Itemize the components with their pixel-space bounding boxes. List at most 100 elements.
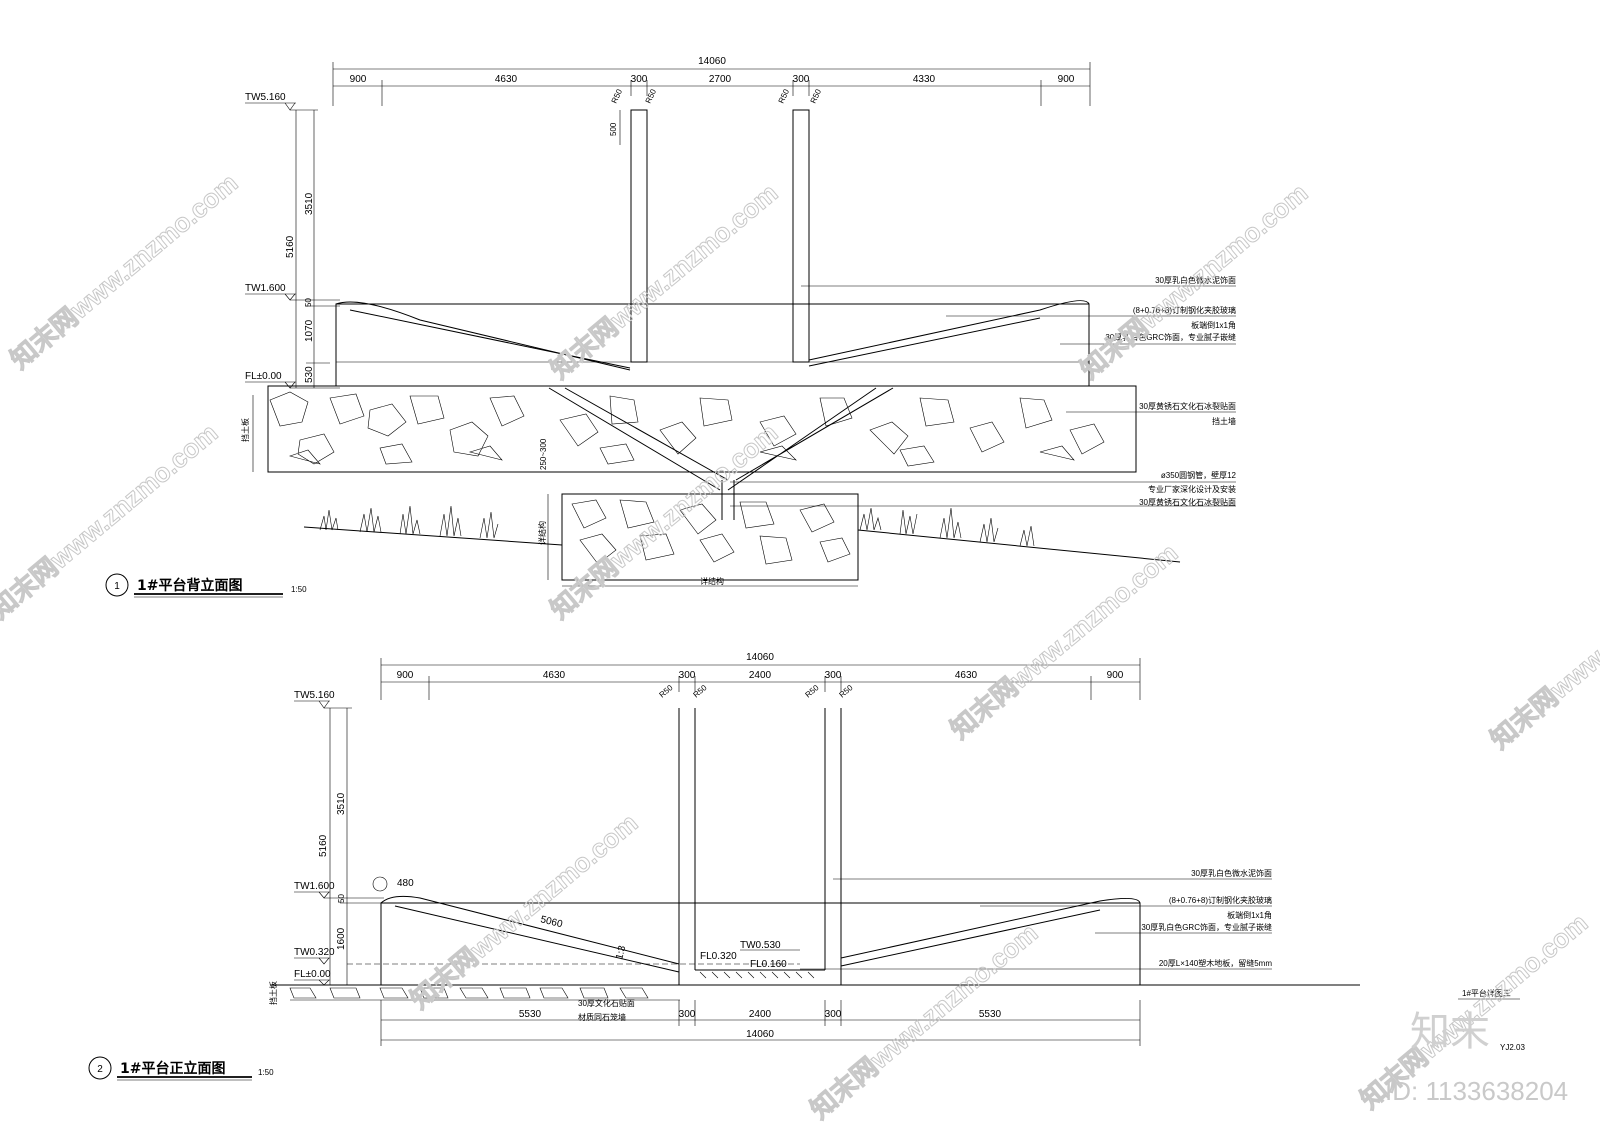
- dim-seg: 900: [350, 74, 367, 85]
- drawing-number: 2: [97, 1064, 103, 1075]
- steel-branch: [548, 387, 894, 520]
- watermark-brand: 知末: [1410, 1009, 1490, 1055]
- radius-label: R50: [777, 87, 792, 105]
- vert-dim: 3510: [304, 192, 315, 215]
- vert-dim: 250~300: [539, 438, 548, 470]
- sheet-name: 1#平台详图三: [1462, 988, 1511, 998]
- radius-label: R50: [692, 683, 709, 700]
- glass-right: [808, 300, 1090, 361]
- dim-seg: 5530: [979, 1009, 1002, 1020]
- vert-dim: 530: [304, 366, 315, 383]
- radius-label: R50: [804, 683, 821, 700]
- inner-label: 5060: [539, 914, 564, 930]
- note: 板端倒1x1角: [1227, 910, 1272, 920]
- bottom-note: 材质同石笼墙: [578, 1012, 626, 1022]
- dim-seg: 2700: [709, 74, 732, 85]
- vert-dim: 5160: [318, 834, 329, 857]
- note: 板端倒1x1角: [1191, 320, 1236, 330]
- column-right: [792, 109, 810, 363]
- ground-left: [303, 526, 563, 546]
- radius-label: R50: [644, 87, 659, 105]
- inner-label: FL0.320: [700, 951, 737, 962]
- column-left: [630, 109, 648, 363]
- watermark-layer: 知末网www.znzmo.com 知末网www.znzmo.com 知末网www…: [0, 167, 1600, 1125]
- drawing-title: 1#平台正立面图: [120, 1060, 225, 1077]
- dim-seg: 2400: [749, 1009, 772, 1020]
- watermark-text: 知末网www.znzmo.com: [5, 167, 244, 374]
- notes-1: 30厚乳白色微水泥饰面 (8+0.76+8)订制钢化夹胶玻璃 板端倒1x1角 3…: [730, 275, 1237, 507]
- dim-total: 14060: [746, 652, 774, 663]
- level-markers-1: TW5.160 TW1.600 FL±0.00: [245, 92, 296, 389]
- level-label: TW0.320: [294, 947, 335, 958]
- dim-seg: 900: [397, 670, 414, 681]
- level-label: TW5.160: [245, 92, 286, 103]
- dim-seg: 2400: [749, 670, 772, 681]
- dim-chain-left-1: 3510 5160 50 1070 530 250~300: [285, 109, 548, 470]
- note: ø350圆钢管，壁厚12: [1161, 470, 1237, 480]
- inner-label: TW0.530: [740, 940, 781, 951]
- column-left-2: [678, 708, 696, 985]
- level-label: TW5.160: [294, 690, 335, 701]
- radius-label: R50: [610, 87, 625, 105]
- foundation-1: 详结构 详结构: [537, 493, 859, 587]
- drawing-number: 1: [114, 581, 120, 592]
- vert-dim: 5160: [285, 235, 296, 258]
- note: (8+0.76+8)订制钢化夹胶玻璃: [1169, 895, 1272, 905]
- radius-label: R50: [658, 683, 675, 700]
- inner-label: FL0.160: [750, 959, 787, 970]
- dim-seg: 4330: [913, 74, 936, 85]
- dim-seg: 900: [1107, 670, 1124, 681]
- dim-seg: 300: [679, 1009, 696, 1020]
- radius-label: R50: [838, 683, 855, 700]
- dim-total: 14060: [746, 1029, 774, 1040]
- note: 30厚乳白色GRC饰面，专业腻子嵌缝: [1105, 332, 1236, 342]
- watermark-text: 知末网www.znzmo.com: [1075, 177, 1314, 384]
- glass-left: [335, 301, 631, 371]
- dim-seg: 5530: [519, 1009, 542, 1020]
- dim-total: 14060: [698, 56, 726, 67]
- vert-dim: 50: [304, 298, 313, 307]
- stone-strip-2: [289, 987, 649, 999]
- dim-seg: 900: [1058, 74, 1075, 85]
- watermark-id: ID: 1133638204: [1385, 1076, 1568, 1106]
- dim-chain-bottom-2: 5530 300 2400 300 5530 14060 30厚文化石贴面 材质…: [380, 998, 1141, 1046]
- ramp-right: [840, 897, 1141, 959]
- bottom-note: 30厚文化石贴面: [578, 998, 635, 1008]
- note: 30厚黄锈石文化石冰裂贴面: [1139, 497, 1236, 507]
- level-label: TW1.600: [294, 881, 335, 892]
- stone-wall-1: [267, 385, 1137, 473]
- ramp-left: [380, 895, 680, 965]
- note: 专业厂家深化设计及安装: [1148, 484, 1236, 494]
- level-label: FL±0.00: [245, 371, 282, 382]
- elevation-2: 14060 900 4630 300 2400 300 4630 900 R50…: [88, 652, 1360, 1081]
- drawing-scale: 1:50: [291, 585, 307, 594]
- dim-seg: 300: [793, 74, 810, 85]
- note: 30厚乳白色微水泥饰面: [1191, 868, 1272, 878]
- dim-seg: 300: [631, 74, 648, 85]
- level-label: FL±0.00: [294, 969, 331, 980]
- side-label: 详结构: [700, 576, 724, 586]
- level-label: TW1.600: [245, 283, 286, 294]
- note: (8+0.76+8)订制钢化夹胶玻璃: [1133, 305, 1236, 315]
- dim-seg: 4630: [955, 670, 978, 681]
- dim-chain-top-2: 14060 900 4630 300 2400 300 4630 900: [380, 652, 1141, 700]
- vert-dim: 1070: [304, 319, 315, 342]
- title-block-2: 2 1#平台正立面图 1:50: [88, 1056, 274, 1081]
- radius-label: R50: [809, 87, 824, 105]
- grass: [319, 505, 1035, 547]
- side-label: 挡土板: [240, 418, 250, 442]
- vert-dim: 1600: [336, 927, 347, 950]
- inner-label: 480: [397, 878, 414, 889]
- note: 30厚乳白色微水泥饰面: [1155, 275, 1236, 285]
- drawing-title: 1#平台背立面图: [137, 577, 242, 594]
- inner-label: 1:3: [614, 944, 628, 961]
- sheet-code: YJ2.03: [1500, 1043, 1525, 1052]
- vert-dim: 50: [337, 894, 346, 903]
- column-top-dim: 500: [609, 122, 618, 136]
- elevation-1: 14060 900 4630 300 2700 300 4330 900 R50…: [105, 56, 1237, 598]
- drawing-scale: 1:50: [258, 1068, 274, 1077]
- watermark-text: 知末网www.znzmo.com: [405, 807, 644, 1014]
- watermark-text: 知末网www.znzmo.com: [545, 177, 784, 384]
- watermark-text: 知末网www.znzmo.com: [1485, 547, 1600, 754]
